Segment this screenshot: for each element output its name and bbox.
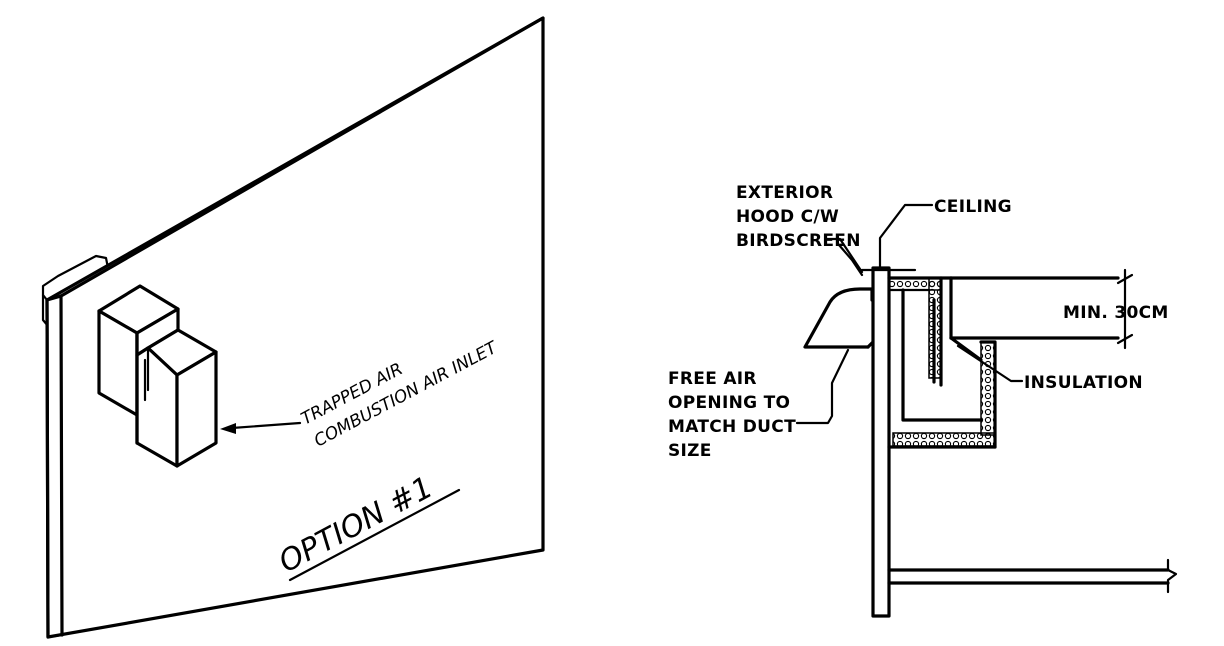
section-view: CEILING EXTERIOR HOOD C/W BIRDSCREEN xyxy=(668,183,1178,618)
option-title-underline xyxy=(288,488,461,582)
min-dimension-label: MIN. 30CM xyxy=(1063,303,1169,323)
hood-leader xyxy=(837,243,864,277)
insulation-leader xyxy=(956,344,1024,383)
isometric-wall-view: TRAPPED AIR COMBUSTION AIR INLET OPTION … xyxy=(41,16,545,639)
free-air-label-1: FREE AIR xyxy=(668,369,757,389)
ceiling-leader xyxy=(878,203,934,270)
exterior-wall xyxy=(871,266,891,618)
min-dimension: MIN. 30CM xyxy=(1063,268,1169,350)
ceiling-label: CEILING xyxy=(934,197,1012,217)
insulated-duct xyxy=(887,276,1120,449)
floor-slab xyxy=(887,558,1178,594)
exterior-hood xyxy=(803,287,874,349)
trapped-air-box xyxy=(97,284,218,468)
hood-label-1: EXTERIOR xyxy=(736,183,833,203)
hood-label-2: HOOD C/W xyxy=(736,207,839,227)
free-air-label-4: SIZE xyxy=(668,441,712,461)
hood-label-3: BIRDSCREEN xyxy=(736,231,861,251)
insulation-label: INSULATION xyxy=(1024,373,1143,393)
free-air-leader xyxy=(795,348,850,425)
free-air-label-2: OPENING TO xyxy=(668,393,790,413)
wall-panel-side-edge xyxy=(59,294,64,637)
inlet-leader xyxy=(220,421,302,434)
free-air-label-3: MATCH DUCT xyxy=(668,417,796,437)
